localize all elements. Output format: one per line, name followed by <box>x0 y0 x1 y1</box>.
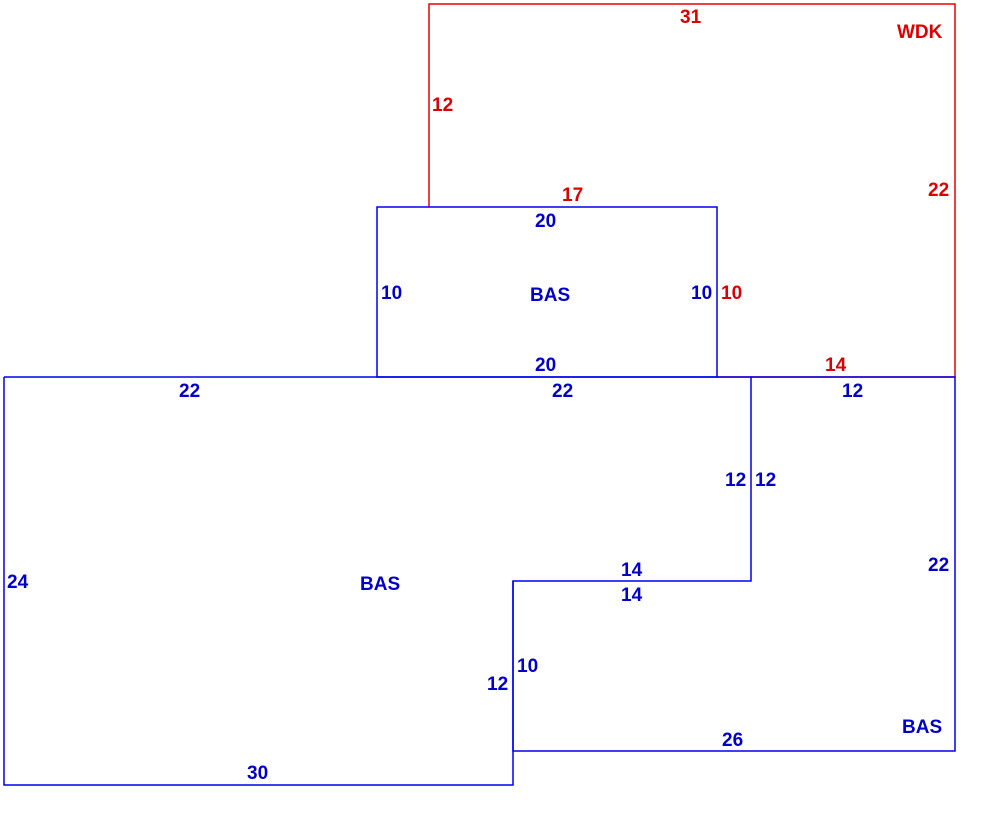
bas-upper-dim-right: 10 <box>691 283 712 304</box>
wdk-outline <box>428 3 956 378</box>
wdk-dim-inner-right: 10 <box>721 283 742 304</box>
bas-main-area-label: BAS <box>360 574 400 595</box>
bas-right-dim-right: 22 <box>928 555 949 576</box>
bas-main-dim-bottom: 30 <box>247 763 268 784</box>
bas-right-dim-step-left: 10 <box>517 656 538 677</box>
bas-main-dim-left: 24 <box>7 572 29 593</box>
bas-main-dim-step-top: 14 <box>621 560 643 581</box>
wdk-dim-top: 31 <box>680 7 702 28</box>
bas-upper-dim-bottom: 20 <box>535 355 556 376</box>
bas-right-outline <box>512 376 956 752</box>
bas-right-dim-step-bottom: 14 <box>621 585 643 606</box>
bas-main-dim-step-left: 12 <box>487 674 508 695</box>
wdk-dim-right: 22 <box>928 180 949 201</box>
bas-right-dim-top: 12 <box>842 381 863 402</box>
wdk-dim-left: 12 <box>432 95 453 116</box>
bas-main-dim-top-left: 22 <box>179 381 200 402</box>
bas-right-dim-left: 12 <box>755 470 776 491</box>
bas-main-dim-top-mid: 22 <box>552 381 573 402</box>
bas-right-area-label: BAS <box>902 717 942 738</box>
bas-main-dim-inner-right: 12 <box>725 470 746 491</box>
wdk-dim-bottom-right: 14 <box>825 355 847 376</box>
bas-right-dim-bottom: 26 <box>722 730 743 751</box>
bas-upper-dim-left: 10 <box>381 283 402 304</box>
bas-upper-dim-top: 20 <box>535 211 556 232</box>
wdk-area-label: WDK <box>897 22 943 43</box>
wdk-dim-bottom-left: 17 <box>562 185 583 206</box>
bas-upper-area-label: BAS <box>530 285 570 306</box>
